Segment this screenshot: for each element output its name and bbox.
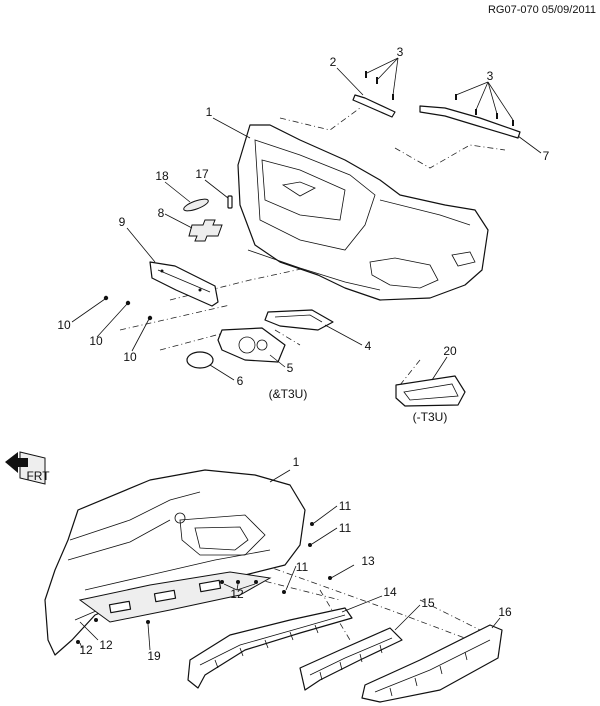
callout-3-upper-b: 3 [487,69,494,83]
callout-12-lower-b: 12 [99,638,113,652]
callout-11-lower-b: 11 [339,521,352,535]
lower-deflector [78,571,272,623]
callout-4-upper: 4 [365,339,372,353]
impact-bar-part-15 [299,627,403,691]
callout-6-upper: 6 [237,374,244,388]
bowtie-emblem-part-8 [188,219,223,242]
callout-10-upper-b: 10 [89,334,103,348]
callout-14-lower: 14 [383,585,397,599]
front-direction-arrow: FRT [5,451,50,485]
callout-10-upper-a: 10 [57,318,71,332]
callout-1-upper: 1 [206,105,213,119]
callout-17-upper: 17 [195,167,209,181]
upper-bracket-part-2 [352,94,396,118]
callout-12-lower-c: 12 [79,643,93,657]
callout-8-upper: 8 [158,206,165,220]
note-with-t3u: (&T3U) [269,387,308,401]
callouts-upper: 1 2 3 3 7 18 17 8 9 10 10 10 4 5 6 20 (&… [57,45,549,424]
callout-3-upper-a: 3 [397,45,404,59]
clip-part-17 [227,195,233,209]
callout-19-lower: 19 [147,649,161,663]
callout-16-lower: 16 [498,605,512,619]
callout-12-lower-a: 12 [230,587,244,601]
upper-support-part-7 [419,105,521,139]
leader-lines-upper [71,57,542,381]
front-arrow-label: FRT [26,469,50,483]
lower-view: 1 11 11 11 12 12 12 13 14 15 16 19 [44,455,512,703]
callout-15-lower: 15 [421,596,435,610]
note-without-t3u: (-T3U) [413,410,448,424]
cap-part-6 [186,351,214,369]
callout-10-upper-c: 10 [123,350,137,364]
callout-2-upper: 2 [330,55,337,69]
callout-11-lower-a: 11 [339,499,352,513]
license-bracket-part-9 [149,261,219,307]
emblem-part-18 [183,198,209,212]
callouts-lower: 1 11 11 11 12 12 12 13 14 15 16 19 [79,455,512,663]
energy-absorber-part-14 [187,607,353,689]
callout-18-upper: 18 [155,169,169,183]
callout-13-lower: 13 [361,554,375,568]
fasteners-part-10 [103,295,153,321]
front-bumper-fascia-upper [237,124,489,301]
callout-7-upper: 7 [543,149,550,163]
fasteners-lower [76,522,332,644]
fasteners-part-3 [365,71,514,126]
upper-view: 1 2 3 3 7 18 17 8 9 10 10 10 4 5 6 20 (&… [57,45,549,424]
fog-lamp-bezel-part-4 [264,309,334,331]
callout-1-lower: 1 [293,455,300,469]
fog-lamp-part-5 [217,327,286,363]
leader-lines-lower [79,469,501,651]
callout-11-lower-c: 11 [296,560,309,574]
callout-9-upper: 9 [119,215,126,229]
absorber-part-16 [361,624,503,703]
callout-20-upper: 20 [443,344,457,358]
callout-5-upper: 5 [287,361,294,375]
bezel-part-20 [395,375,466,407]
diagram-reference: RG07-070 05/09/2011 [488,4,596,16]
